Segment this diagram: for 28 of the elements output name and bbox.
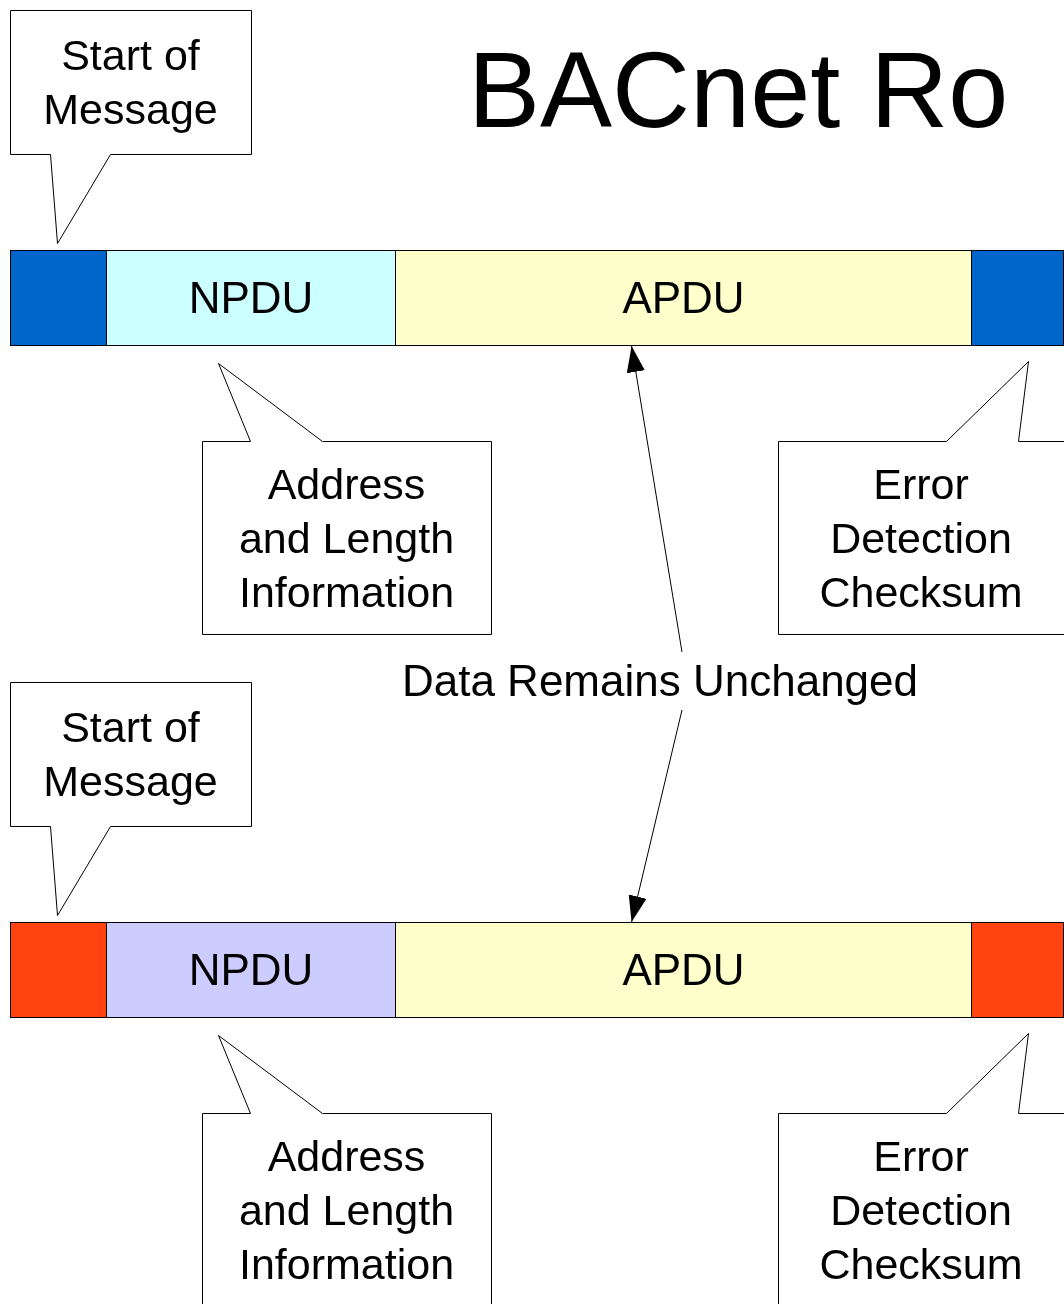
frame-field-segment xyxy=(10,922,107,1018)
frame-field-segment xyxy=(971,250,1064,346)
callout-box xyxy=(10,10,251,243)
callout-text: Start of Message xyxy=(42,702,219,807)
field-label: APDU xyxy=(622,945,745,995)
field-label: NPDU xyxy=(188,273,314,323)
callout-text: Error Detection Checksum xyxy=(818,458,1024,618)
frame-field-segment xyxy=(10,250,107,346)
title: BACnet Ro xyxy=(468,30,1009,150)
frame-field-segment xyxy=(395,250,972,346)
frame-field-segment xyxy=(971,922,1064,1018)
callout-text: Start of Message xyxy=(42,30,219,135)
field-label: APDU xyxy=(622,273,745,323)
arrow xyxy=(628,709,683,923)
callout-box xyxy=(10,682,251,915)
frame-field-segment xyxy=(106,250,396,346)
callout-box xyxy=(202,1035,491,1304)
callout-text: Address and Length Information xyxy=(237,1130,456,1290)
callout-box xyxy=(778,1033,1064,1304)
field-label: NPDU xyxy=(188,945,314,995)
callout-text: Error Detection Checksum xyxy=(818,1130,1024,1290)
callout-box xyxy=(202,363,491,634)
callout-text: Address and Length Information xyxy=(237,458,456,618)
arrow xyxy=(626,345,683,653)
frame-field-segment xyxy=(395,922,972,1018)
annotation-text: Data Remains Unchanged xyxy=(401,656,919,706)
frame-field-segment xyxy=(106,922,396,1018)
callout-box xyxy=(778,361,1064,634)
